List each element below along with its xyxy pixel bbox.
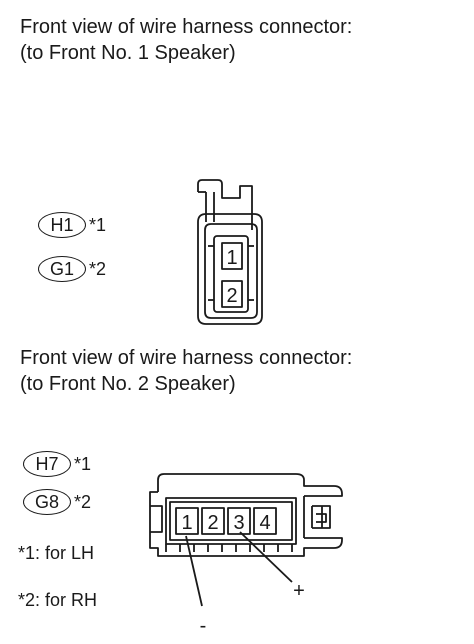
- connector-code-note: *2: [89, 258, 107, 279]
- connector2-title-line1: Front view of wire harness connector:: [20, 347, 353, 369]
- connector-code-oval: H1: [38, 212, 86, 238]
- connector1-diagram: [197, 179, 263, 325]
- legend-rh: *2: for RH: [18, 590, 98, 610]
- connector2-pin-1: 1: [181, 512, 192, 534]
- connector1-code-h1: H1 *1: [38, 211, 106, 239]
- connector2-pin-4: 4: [259, 512, 270, 534]
- connector1-title-line1: Front view of wire harness connector:: [20, 16, 353, 38]
- connector-code-oval: H7: [23, 451, 71, 477]
- connector1-title-line2: (to Front No. 1 Speaker): [20, 42, 236, 64]
- connector-code-oval: G1: [38, 256, 86, 282]
- connector2-code-h7: H7 *1: [23, 450, 91, 478]
- plus-terminal-label: +: [293, 580, 305, 602]
- connector1-pin-1: 1: [226, 247, 237, 269]
- connector2-pin-3: 3: [233, 512, 244, 534]
- connector1-code-g1: G1 *2: [38, 255, 106, 283]
- connector-code-note: *1: [74, 453, 92, 474]
- connector2-diagram: [149, 473, 343, 607]
- connector2-code-g8: G8 *2: [23, 488, 91, 516]
- connector1-pin-2: 2: [226, 285, 237, 307]
- connector1-heading: Front view of wire harness connector: (t…: [20, 14, 352, 66]
- legend-lh: *1: for LH: [18, 543, 95, 563]
- connector-code-note: *1: [89, 214, 107, 235]
- connector2-heading: Front view of wire harness connector: (t…: [20, 345, 352, 397]
- connector-code-note: *2: [74, 491, 92, 512]
- connector2-pin-2: 2: [207, 512, 218, 534]
- minus-terminal-label: -: [200, 615, 207, 637]
- connector2-title-line2: (to Front No. 2 Speaker): [20, 373, 236, 395]
- connector-code-oval: G8: [23, 489, 71, 515]
